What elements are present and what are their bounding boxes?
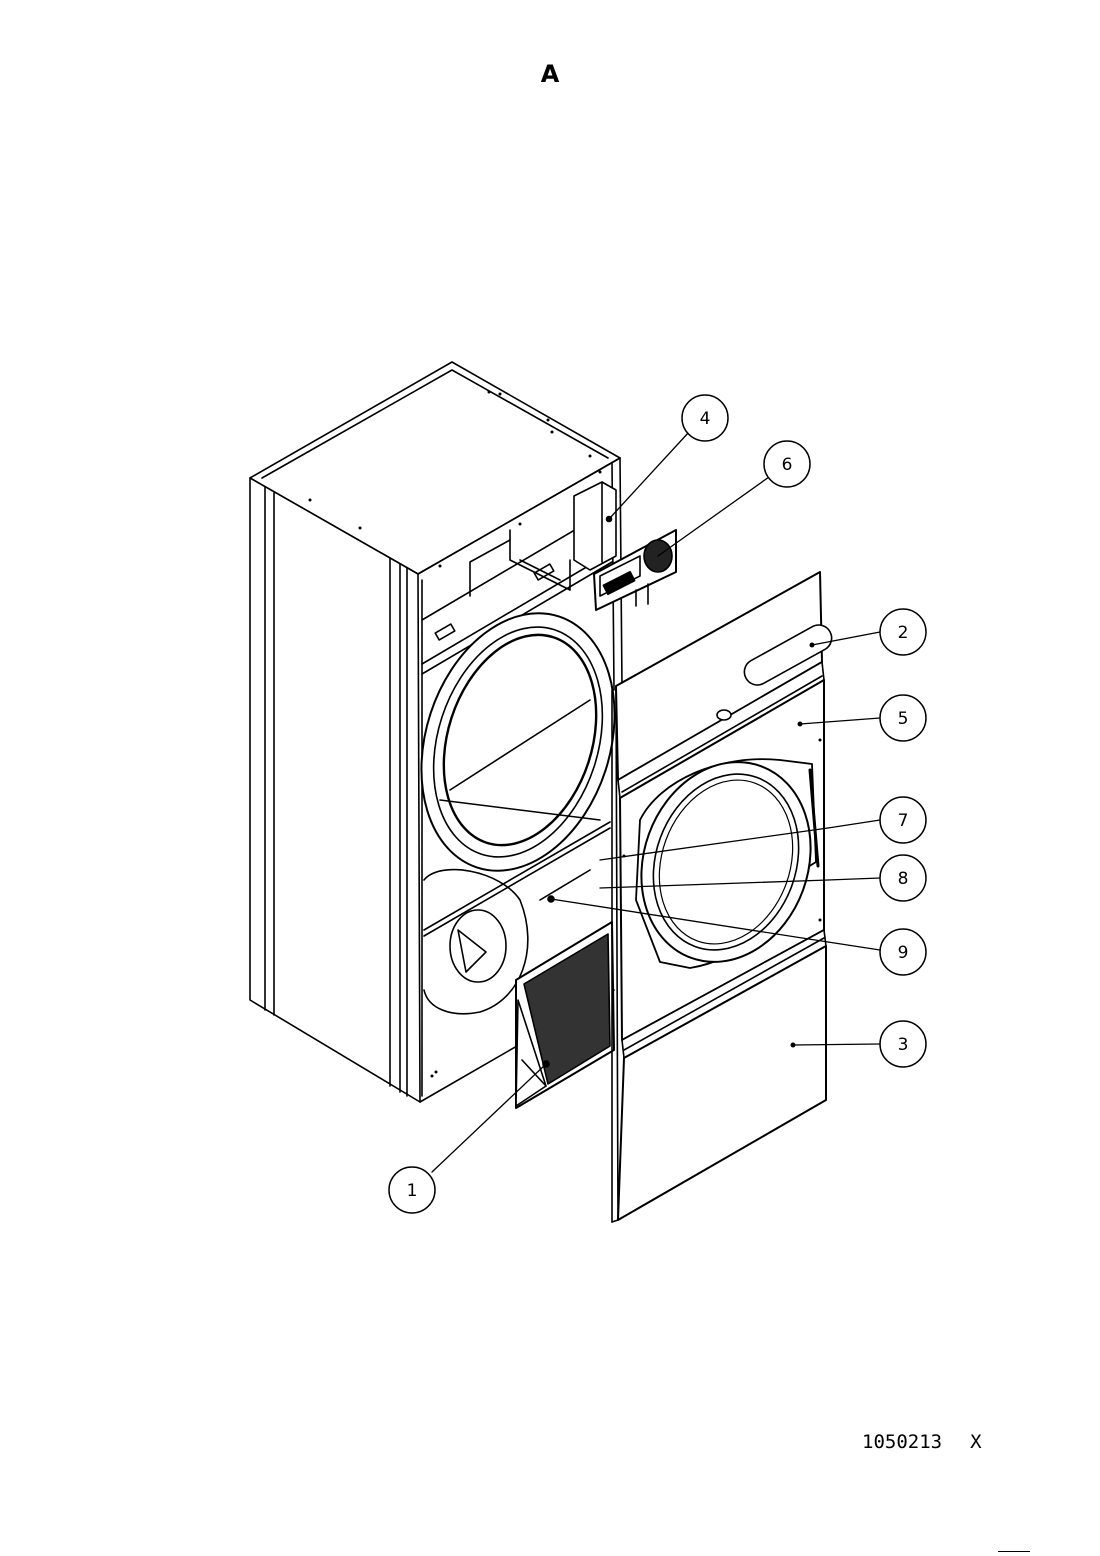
callout-6-label: 6 bbox=[782, 455, 793, 475]
callout-9-label: 9 bbox=[898, 943, 909, 963]
callout-3: 3 bbox=[879, 1020, 927, 1068]
control-panel bbox=[593, 529, 677, 611]
front-panel-assembly bbox=[611, 571, 833, 1223]
drawing-footer: 1050213 X bbox=[862, 1431, 982, 1453]
leader-lines bbox=[431, 431, 881, 1173]
drum-front-ring bbox=[420, 612, 616, 872]
edge-mark bbox=[998, 1551, 1030, 1552]
callout-1: 1 bbox=[388, 1166, 436, 1214]
callout-3-label: 3 bbox=[898, 1035, 909, 1055]
callout-7: 7 bbox=[879, 796, 927, 844]
control-box bbox=[573, 481, 617, 571]
callout-9: 9 bbox=[879, 928, 927, 976]
callout-5-label: 5 bbox=[898, 709, 909, 729]
callout-4: 4 bbox=[681, 394, 729, 442]
cabinet bbox=[249, 361, 623, 1103]
callout-2-label: 2 bbox=[898, 623, 909, 643]
callout-1-label: 1 bbox=[407, 1181, 418, 1201]
callout-2: 2 bbox=[879, 608, 927, 656]
callout-4-label: 4 bbox=[700, 409, 711, 429]
callout-7-label: 7 bbox=[898, 811, 909, 831]
lint-filter bbox=[515, 921, 615, 1109]
callout-6: 6 bbox=[763, 440, 811, 488]
callout-8-label: 8 bbox=[898, 869, 909, 889]
fan-housing bbox=[423, 821, 611, 1015]
sheet-title: A bbox=[540, 60, 560, 88]
callout-5: 5 bbox=[879, 694, 927, 742]
callout-8: 8 bbox=[879, 854, 927, 902]
revision-code: X bbox=[970, 1431, 982, 1453]
drawing-number: 1050213 bbox=[862, 1431, 943, 1453]
